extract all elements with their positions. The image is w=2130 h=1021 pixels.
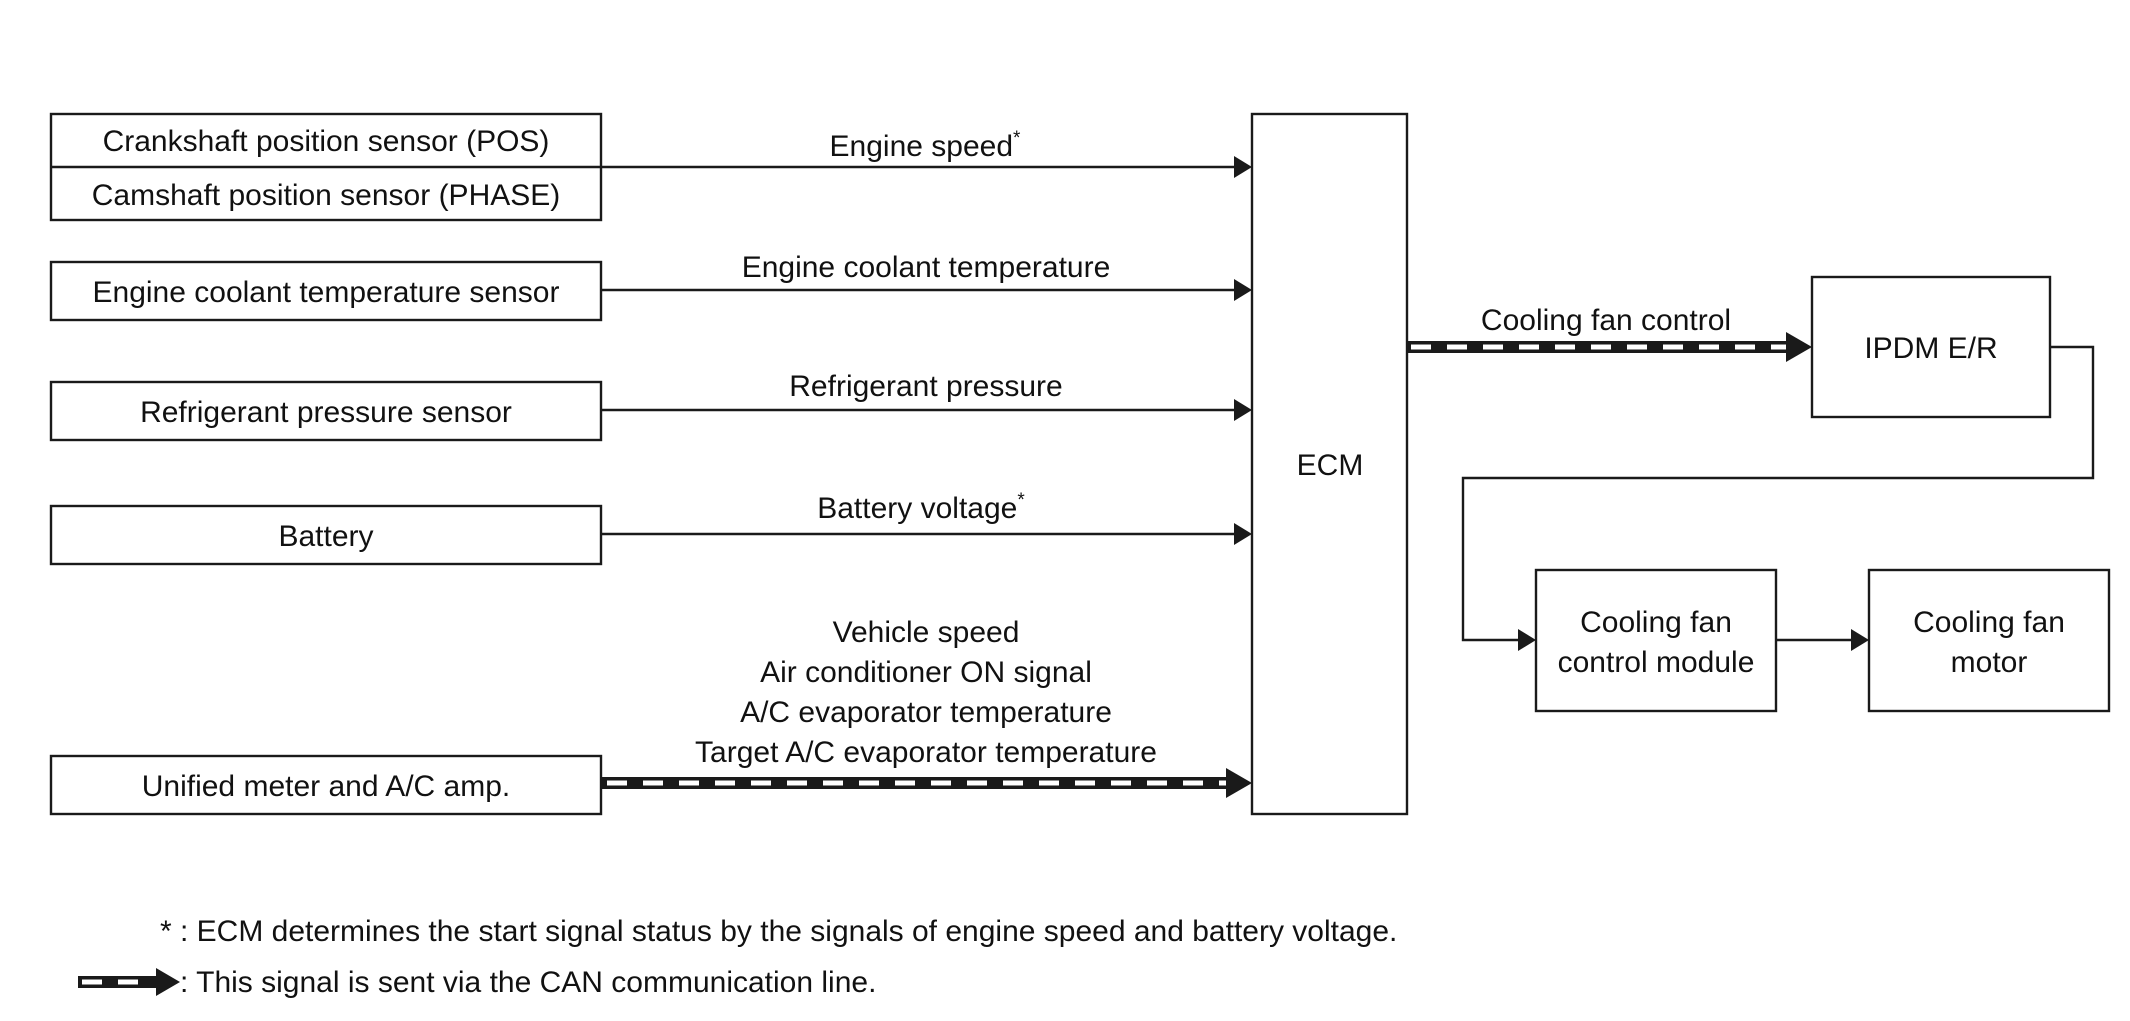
engine-speed-signal: Engine speed* (601, 128, 1252, 178)
ipdm-to-fan-module-wire (1461, 345, 2095, 651)
battery-voltage-signal: Battery voltage* (601, 490, 1252, 545)
fan-module-label-line1: Cooling fan (1580, 606, 1732, 639)
can-note: : This signal is sent via the CAN commun… (180, 966, 876, 999)
battery-block: Battery (49, 504, 603, 566)
can-legend-symbol (78, 968, 180, 996)
asterisk-symbol: * (160, 915, 172, 948)
fan-motor-label-line2: motor (1951, 646, 2028, 679)
ipdm-label: IPDM E/R (1864, 332, 1997, 365)
ac-on-signal-label: Air conditioner ON signal (760, 656, 1092, 689)
coolant-temp-label: Engine coolant temperature (742, 251, 1111, 284)
refrigerant-pressure-label: Refrigerant pressure (789, 370, 1062, 403)
refrigerant-sensor-label: Refrigerant pressure sensor (140, 396, 512, 429)
refrigerant-sensor-block: Refrigerant pressure sensor (49, 380, 603, 442)
battery-voltage-label: Battery voltage* (817, 490, 1025, 525)
coolant-temp-signal: Engine coolant temperature (601, 251, 1252, 301)
coolant-sensor-label: Engine coolant temperature sensor (93, 276, 560, 309)
battery-label: Battery (278, 520, 373, 553)
module-to-motor-wire (1776, 629, 1869, 651)
unified-meter-block: Unified meter and A/C amp. (49, 754, 603, 816)
ecm-label: ECM (1297, 449, 1364, 482)
can-signal-meter-to-ecm: Vehicle speed Air conditioner ON signal … (601, 616, 1252, 798)
fan-module-label-line2: control module (1558, 646, 1755, 679)
ecm-block: ECM (1250, 112, 1409, 816)
unified-meter-label: Unified meter and A/C amp. (142, 770, 511, 803)
legend: * : ECM determines the start signal stat… (78, 915, 1397, 999)
fan-motor-label-line1: Cooling fan (1913, 606, 2065, 639)
asterisk-note: : ECM determines the start signal status… (180, 915, 1397, 948)
camshaft-sensor-label: Camshaft position sensor (PHASE) (92, 179, 561, 212)
vehicle-speed-label: Vehicle speed (833, 616, 1020, 649)
refrigerant-pressure-signal: Refrigerant pressure (601, 370, 1252, 421)
cooling-fan-control-label: Cooling fan control (1481, 304, 1731, 337)
engine-speed-label: Engine speed* (830, 128, 1022, 163)
fan-control-module-block: Cooling fan control module (1534, 568, 1778, 713)
crank-cam-sensor-block: Crankshaft position sensor (POS) Camshaf… (49, 112, 603, 222)
ipdm-block: IPDM E/R (1810, 275, 2052, 419)
cooling-fan-control-signal: Cooling fan control (1407, 304, 1812, 362)
crankshaft-sensor-label: Crankshaft position sensor (POS) (103, 125, 550, 158)
target-ac-evap-temp-label: Target A/C evaporator temperature (695, 736, 1157, 769)
fan-motor-block: Cooling fan motor (1867, 568, 2111, 713)
ac-evap-temp-label: A/C evaporator temperature (740, 696, 1112, 729)
coolant-sensor-block: Engine coolant temperature sensor (49, 260, 603, 322)
